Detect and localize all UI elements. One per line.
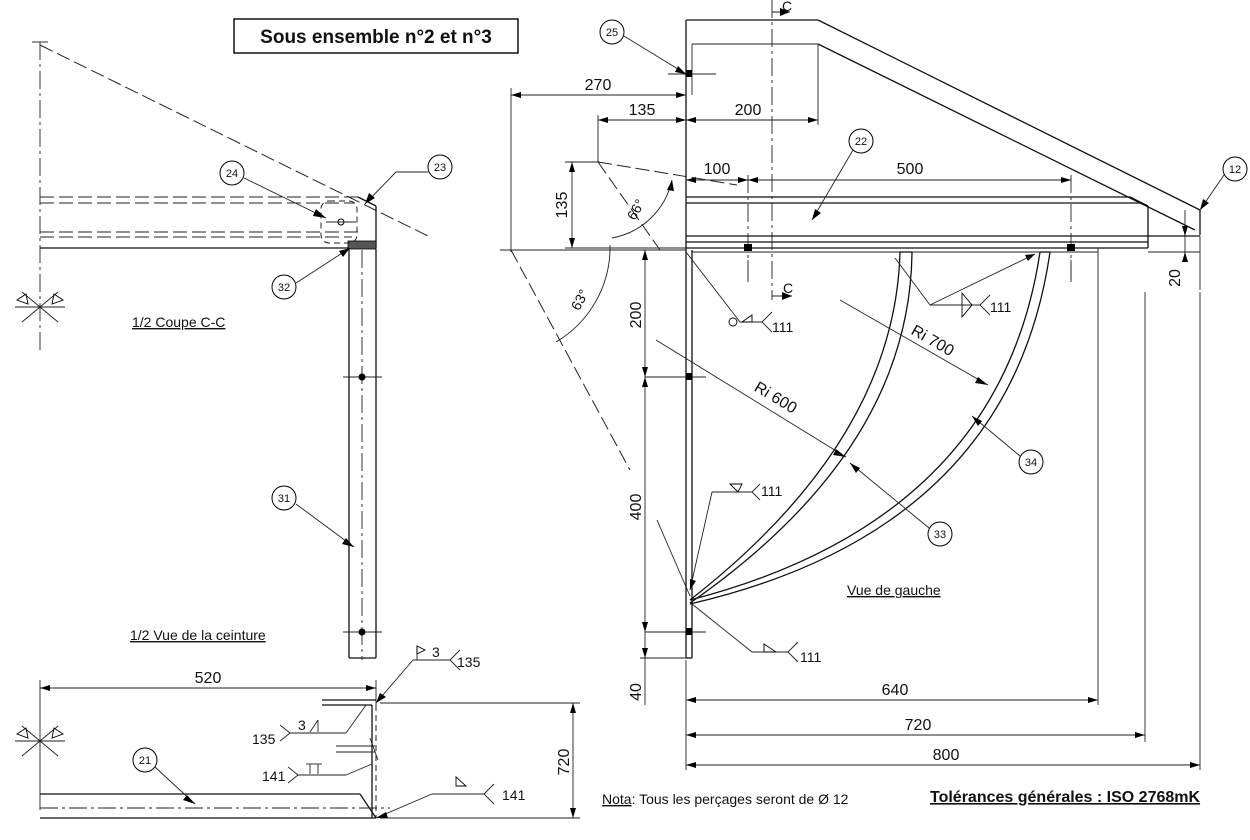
dim-270: 270 <box>585 77 612 94</box>
angle-63: 63° <box>568 287 592 313</box>
weld-111-c: 111 <box>761 483 782 499</box>
section-mark-top: C <box>782 0 792 14</box>
section-mark-bottom: C <box>783 280 793 296</box>
notes: Nota: Tous les perçages seront de Ø 12 T… <box>602 789 1201 807</box>
svg-text:21: 21 <box>139 755 151 767</box>
dim-520: 520 <box>195 670 222 687</box>
view-label-ceinture: 1/2 Vue de la ceinture <box>130 627 266 643</box>
weld-111-a: 111 <box>772 319 793 335</box>
dim-40: 40 <box>628 683 645 701</box>
item-bubble-34: 34 <box>971 415 1044 475</box>
tolerances: Tolérances générales : ISO 2768mK <box>930 789 1201 806</box>
symmetry-symbol <box>15 291 65 323</box>
dim-400: 400 <box>628 494 645 521</box>
weld-141-left: 141 <box>262 768 286 784</box>
weld-111-b: 111 <box>990 299 1011 315</box>
svg-text:34: 34 <box>1025 457 1037 469</box>
dim-200-vertical: 200 <box>628 302 645 329</box>
item-bubble-23: 23 <box>364 154 453 205</box>
radius-ri600: Ri 600 <box>751 379 799 417</box>
title-block: Sous ensemble n°2 et n°3 <box>233 18 519 54</box>
left-side-view: C C <box>500 0 1201 659</box>
svg-text:25: 25 <box>606 27 618 39</box>
dim-720-vertical: 720 <box>556 749 573 776</box>
weld-size-3-left: 3 <box>298 717 306 733</box>
view-label-gauche: Vue de gauche <box>847 582 941 598</box>
weld-size-3-top: 3 <box>432 644 440 660</box>
weld-symbols-right: 111 111 111 111 <box>656 251 1036 665</box>
weld-141-right: 141 <box>502 787 526 803</box>
item-bubble-24: 24 <box>219 160 327 219</box>
end-plate-hatch <box>347 240 377 250</box>
dim-200-horizontal: 200 <box>735 102 762 119</box>
item-bubble-22: 22 <box>811 128 874 221</box>
item-bubble-33: 33 <box>849 462 953 547</box>
nota-label: Nota <box>602 791 632 807</box>
svg-text:33: 33 <box>934 529 946 541</box>
dim-800: 800 <box>933 747 960 764</box>
dim-135-horizontal: 135 <box>629 102 656 119</box>
drawing-title: Sous ensemble n°2 et n°3 <box>260 27 492 48</box>
weld-111-d: 111 <box>800 649 821 665</box>
svg-text:12: 12 <box>1229 164 1241 176</box>
svg-text:31: 31 <box>278 493 290 505</box>
dim-135-vertical: 135 <box>554 192 571 219</box>
view-label-coupe: 1/2 Coupe C-C <box>132 314 225 330</box>
item-bubble-32: 32 <box>271 247 351 300</box>
item-bubble-31: 31 <box>271 485 355 548</box>
item-bubble-12: 12 <box>1199 156 1248 211</box>
belt-view: 520 720 3 135 <box>15 644 580 819</box>
half-section-view: 1/2 Coupe C-C 1/2 Vue de la ceinture <box>15 41 429 660</box>
dim-100: 100 <box>704 161 731 178</box>
dim-640: 640 <box>882 682 909 699</box>
weld-135-top: 135 <box>457 654 481 670</box>
right-view-dimensions: 270 135 200 135 100 500 200 400 <box>510 44 1201 770</box>
angle-66: 66° <box>623 196 647 222</box>
svg-text:24: 24 <box>226 168 238 180</box>
svg-text:32: 32 <box>278 282 290 294</box>
roof-slope-line <box>39 44 429 237</box>
weld-135-left: 135 <box>252 731 276 747</box>
dim-720-horizontal: 720 <box>905 717 932 734</box>
dim-20: 20 <box>1167 269 1184 287</box>
nota-text: : Tous les perçages seront de Ø 12 <box>632 791 849 807</box>
item-bubble-21: 21 <box>132 747 196 805</box>
svg-text:22: 22 <box>855 136 867 148</box>
dim-500: 500 <box>897 161 924 178</box>
svg-text:23: 23 <box>434 162 446 174</box>
item-bubble-25: 25 <box>599 19 687 75</box>
radius-ri700: Ri 700 <box>908 322 957 360</box>
nota-block: Nota: Tous les perçages seront de Ø 12 <box>602 791 849 807</box>
